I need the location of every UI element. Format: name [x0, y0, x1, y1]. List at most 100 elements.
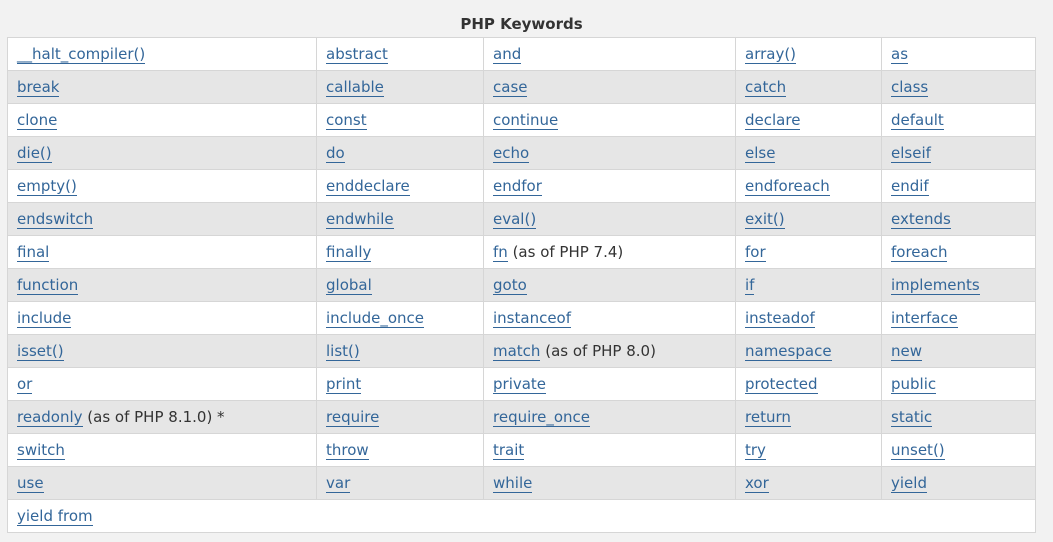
table-row: or print private protected public [7, 367, 1036, 401]
keyword-link[interactable]: include_once [326, 309, 425, 328]
keyword-link[interactable]: foreach [891, 243, 948, 262]
keyword-link[interactable]: print [326, 375, 362, 394]
keyword-link[interactable]: return [745, 408, 791, 427]
keyword-link[interactable]: global [326, 276, 372, 295]
keyword-link[interactable]: endif [891, 177, 929, 196]
keyword-cell: if [735, 268, 882, 302]
keyword-link[interactable]: unset() [891, 441, 945, 460]
table-caption: PHP Keywords [460, 15, 583, 33]
keyword-link[interactable]: endswitch [17, 210, 94, 229]
keyword-link[interactable]: break [17, 78, 60, 97]
table-row: die() do echo else elseif [7, 136, 1036, 170]
keyword-cell: class [881, 70, 1036, 104]
keyword-cell: finally [316, 235, 484, 269]
keyword-link[interactable]: exit() [745, 210, 785, 229]
keyword-link[interactable]: fn [493, 243, 508, 262]
keyword-cell: print [316, 367, 484, 401]
keyword-link[interactable]: private [493, 375, 547, 394]
keyword-link[interactable]: function [17, 276, 79, 295]
keyword-link[interactable]: finally [326, 243, 372, 262]
keyword-link[interactable]: enddeclare [326, 177, 410, 196]
keyword-link[interactable]: extends [891, 210, 951, 229]
keyword-cell: array() [735, 37, 882, 71]
keyword-cell: new [881, 334, 1036, 368]
keyword-link[interactable]: require [326, 408, 380, 427]
keyword-link[interactable]: namespace [745, 342, 832, 361]
keyword-link[interactable]: try [745, 441, 766, 460]
keyword-link[interactable]: switch [17, 441, 65, 460]
table-row: clone const continue declare default [7, 103, 1036, 137]
keyword-cell: include_once [316, 301, 484, 335]
keyword-link[interactable]: die() [17, 144, 52, 163]
keyword-cell: as [881, 37, 1036, 71]
keyword-link[interactable]: trait [493, 441, 525, 460]
keyword-cell: const [316, 103, 484, 137]
keyword-link[interactable]: endforeach [745, 177, 830, 196]
keyword-link[interactable]: as [891, 45, 909, 64]
keyword-link[interactable]: declare [745, 111, 801, 130]
keyword-link[interactable]: default [891, 111, 944, 130]
keyword-link[interactable]: abstract [326, 45, 388, 64]
keyword-link[interactable]: endwhile [326, 210, 394, 229]
keyword-link[interactable]: else [745, 144, 776, 163]
keyword-link[interactable]: static [891, 408, 933, 427]
keyword-link[interactable]: eval() [493, 210, 537, 229]
keyword-link[interactable]: include [17, 309, 72, 328]
keyword-link[interactable]: __halt_compiler() [17, 45, 146, 64]
keyword-link[interactable]: list() [326, 342, 360, 361]
keyword-link[interactable]: public [891, 375, 937, 394]
keyword-link[interactable]: for [745, 243, 766, 262]
keyword-cell: fn (as of PHP 7.4) [483, 235, 736, 269]
keyword-link[interactable]: insteadof [745, 309, 815, 328]
keyword-link[interactable]: continue [493, 111, 559, 130]
keyword-cell: __halt_compiler() [7, 37, 317, 71]
keyword-link[interactable]: throw [326, 441, 369, 460]
keyword-link[interactable]: while [493, 474, 533, 493]
keyword-cell: private [483, 367, 736, 401]
keyword-link[interactable]: or [17, 375, 33, 394]
keyword-link[interactable]: require_once [493, 408, 590, 427]
keyword-link[interactable]: const [326, 111, 367, 130]
keyword-link[interactable]: catch [745, 78, 787, 97]
keyword-cell: static [881, 400, 1036, 434]
keyword-link[interactable]: clone [17, 111, 58, 130]
keyword-link[interactable]: class [891, 78, 929, 97]
keyword-cell: eval() [483, 202, 736, 236]
keyword-link[interactable]: and [493, 45, 522, 64]
keyword-cell: public [881, 367, 1036, 401]
keyword-link[interactable]: callable [326, 78, 384, 97]
keyword-link[interactable]: yield from [17, 507, 93, 526]
keyword-link[interactable]: array() [745, 45, 797, 64]
keyword-link[interactable]: readonly [17, 408, 83, 427]
keyword-link[interactable]: new [891, 342, 923, 361]
keyword-link[interactable]: echo [493, 144, 530, 163]
keyword-cell: or [7, 367, 317, 401]
keyword-cell: return [735, 400, 882, 434]
keyword-link[interactable]: if [745, 276, 755, 295]
keyword-link[interactable]: do [326, 144, 345, 163]
keyword-link[interactable]: yield [891, 474, 927, 493]
keyword-cell: interface [881, 301, 1036, 335]
keyword-cell: enddeclare [316, 169, 484, 203]
keyword-link[interactable]: use [17, 474, 44, 493]
keyword-link[interactable]: xor [745, 474, 769, 493]
keyword-cell [735, 499, 882, 533]
keyword-link[interactable]: match [493, 342, 541, 361]
keyword-link[interactable]: final [17, 243, 50, 262]
keyword-link[interactable]: var [326, 474, 351, 493]
keyword-link[interactable]: case [493, 78, 528, 97]
keyword-link[interactable]: instanceof [493, 309, 572, 328]
keyword-link[interactable]: endfor [493, 177, 542, 196]
keyword-link[interactable]: goto [493, 276, 527, 295]
keyword-cell: endswitch [7, 202, 317, 236]
keyword-link[interactable]: empty() [17, 177, 77, 196]
keyword-cell [316, 499, 484, 533]
keyword-link[interactable]: elseif [891, 144, 931, 163]
keyword-link[interactable]: interface [891, 309, 958, 328]
table-row: break callable case catch class [7, 70, 1036, 104]
keyword-link[interactable]: implements [891, 276, 980, 295]
keyword-cell: endwhile [316, 202, 484, 236]
keyword-link[interactable]: protected [745, 375, 818, 394]
keyword-cell: trait [483, 433, 736, 467]
keyword-link[interactable]: isset() [17, 342, 64, 361]
